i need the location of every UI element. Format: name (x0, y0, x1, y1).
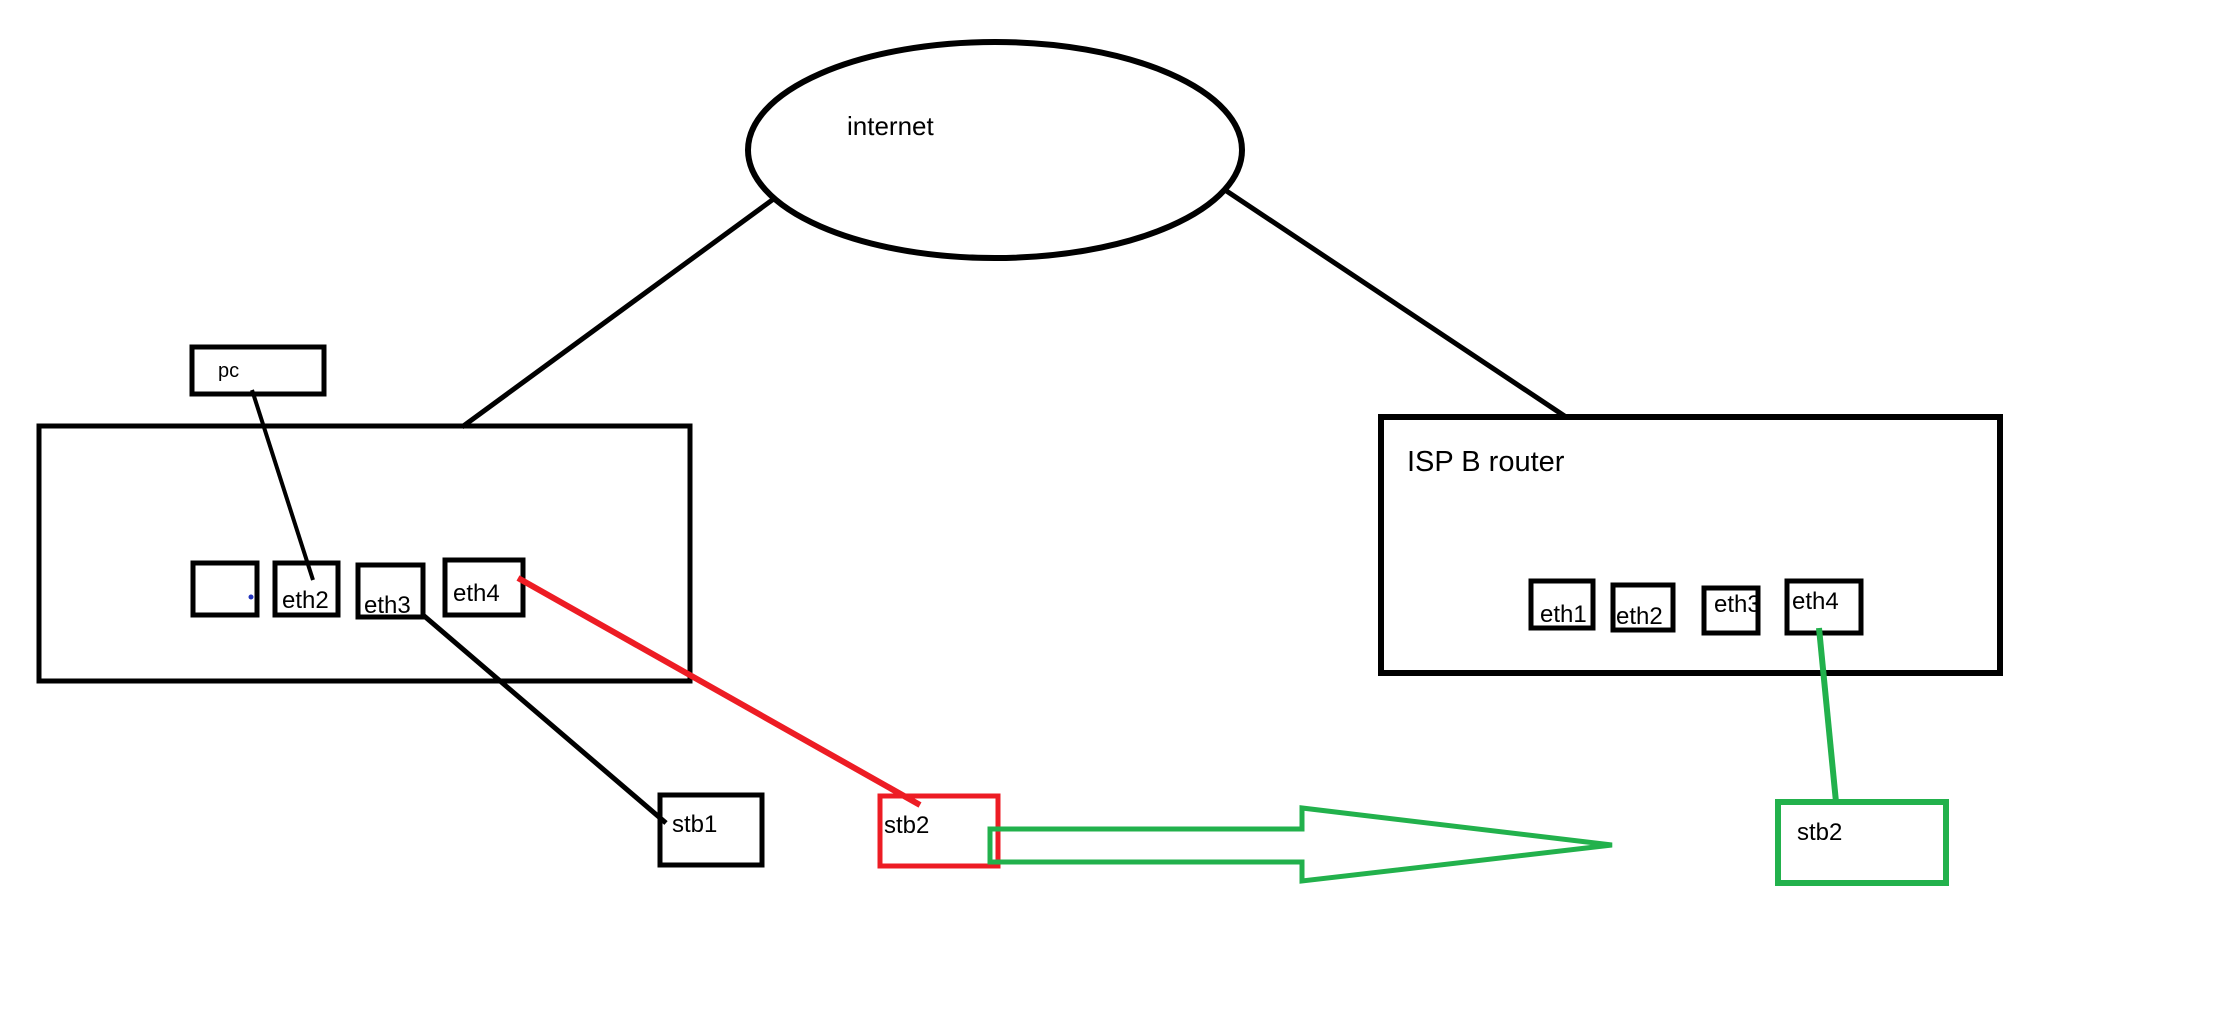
cable-eth3-to-stb1 (421, 613, 668, 825)
ispb-eth3-label: eth3 (1714, 591, 1761, 618)
isp-b-router-title: ISP B router (1407, 446, 1565, 478)
isp-b-eth1-box (1528, 578, 1596, 631)
left-router-box (36, 423, 693, 684)
isp-b-eth3-box (1701, 585, 1761, 636)
stb2-red-box (877, 793, 1001, 869)
left-eth4-label: eth4 (453, 580, 500, 607)
stb1-label: stb1 (672, 811, 717, 838)
pc-label: pc (218, 360, 239, 382)
internet-label: internet (847, 111, 934, 141)
left-eth2-label: eth2 (282, 587, 329, 614)
stb2-green-box (1775, 799, 1949, 886)
isp-b-router-box (1378, 414, 2003, 676)
left-router-eth2-box (272, 560, 341, 618)
left-eth3-label: eth3 (364, 592, 411, 619)
left-router-port1-box (190, 560, 260, 618)
cable-eth4-to-stb2-red (516, 575, 922, 808)
ispb-eth2-label: eth2 (1616, 603, 1663, 630)
ispb-eth1-label: eth1 (1540, 601, 1587, 628)
stb2-red-label: stb2 (884, 812, 929, 839)
stb2-green-label: stb2 (1797, 819, 1842, 846)
link-internet-to-left-router (460, 162, 822, 430)
cable-ispb-eth4-to-stb2-green (1816, 627, 1839, 803)
stb1-box (657, 792, 765, 868)
move-arrow (987, 805, 1613, 884)
internet-cloud-ellipse (745, 39, 1245, 261)
isp-b-eth4-box (1784, 578, 1864, 636)
cable-pc-to-eth2 (250, 389, 315, 581)
pc-box (189, 344, 327, 397)
left-router-eth4-box (442, 557, 526, 618)
stray-blue-dot (248, 594, 254, 600)
left-router-eth3-box (355, 562, 426, 620)
link-internet-to-isp-b-router (1178, 157, 1568, 420)
isp-b-eth2-box (1610, 582, 1676, 633)
ispb-eth4-label: eth4 (1792, 588, 1839, 615)
